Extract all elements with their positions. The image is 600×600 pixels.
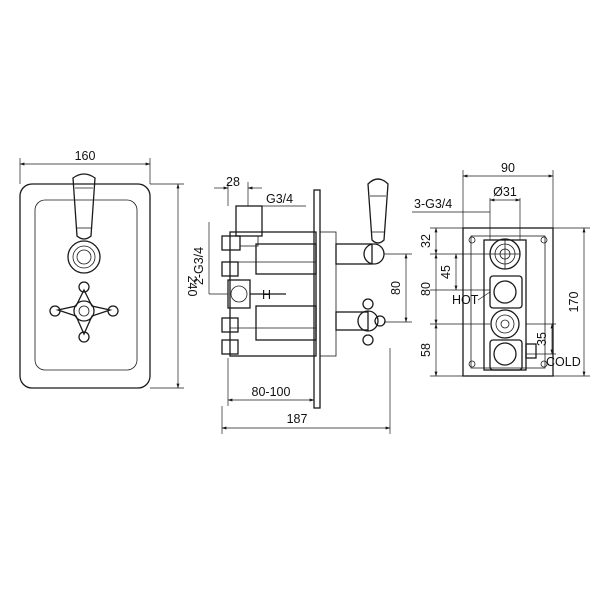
inlet-thread-label: 2-G3/4 (192, 247, 206, 285)
dim-187-label: 187 (287, 412, 308, 426)
diameter-label: Ø31 (493, 185, 517, 199)
dim-35-label: 35 (535, 332, 549, 346)
lever-handle (67, 173, 101, 274)
front-plate-outer (19, 183, 151, 389)
upper-cartridge (255, 243, 317, 275)
rear-thread-callout: 3-G3/4 (412, 197, 490, 213)
middle-port (490, 309, 520, 339)
front-width-label: 160 (75, 149, 96, 163)
dim-58-label: 58 (419, 343, 433, 357)
outlet-thread-callout: G3/4 (249, 192, 306, 207)
rear-width-dimension: 90 (462, 161, 554, 228)
side-lever-handle (335, 178, 389, 265)
side-view: H 28 G3/4 (192, 175, 412, 434)
valve-body (229, 231, 317, 357)
cold-label: COLD (546, 355, 581, 369)
hot-mark: H (262, 288, 271, 302)
hot-port (489, 275, 523, 309)
dim-80-100-label: 80-100 (252, 385, 291, 399)
rear-right-dimensions: 35 170 (526, 227, 590, 377)
dimension-80-100: 80-100 (227, 358, 315, 408)
rear-thread-label: 3-G3/4 (414, 197, 452, 211)
rear-view: 90 Ø31 3-G3/4 32 45 80 (412, 161, 590, 377)
front-height-label: 240 (185, 276, 199, 297)
cold-port (489, 339, 537, 371)
wall-plate (313, 189, 321, 409)
lower-cartridge (255, 305, 317, 341)
rear-dim-80-label: 80 (419, 282, 433, 296)
rear-left-dimensions: 32 45 80 58 (419, 227, 490, 377)
dimension-187: 187 (221, 348, 391, 434)
side-dimension-80: 80 (384, 253, 412, 323)
hot-label: HOT (452, 293, 479, 307)
cross-handle (49, 281, 119, 343)
front-plate-inner (34, 199, 138, 371)
dim-170-label: 170 (567, 292, 581, 313)
side-dim-80-label: 80 (389, 281, 403, 295)
dim-45-label: 45 (439, 265, 453, 279)
inlet-thread-callout: 2-G3/4 (192, 222, 228, 295)
diameter-dimension: Ø31 (489, 185, 521, 240)
dimension-28: 28 (214, 175, 262, 206)
front-view: 160 240 (19, 149, 199, 389)
side-cross-handle (335, 298, 386, 346)
outlet-port (489, 238, 521, 270)
dim-32-label: 32 (419, 234, 433, 248)
front-width-dimension: 160 (19, 149, 151, 184)
rear-width-label: 90 (501, 161, 515, 175)
outlet-thread-label: G3/4 (266, 192, 293, 206)
rear-mounting-plate (462, 227, 554, 377)
front-height-dimension: 240 (150, 183, 199, 389)
dim-28-label: 28 (226, 175, 240, 189)
